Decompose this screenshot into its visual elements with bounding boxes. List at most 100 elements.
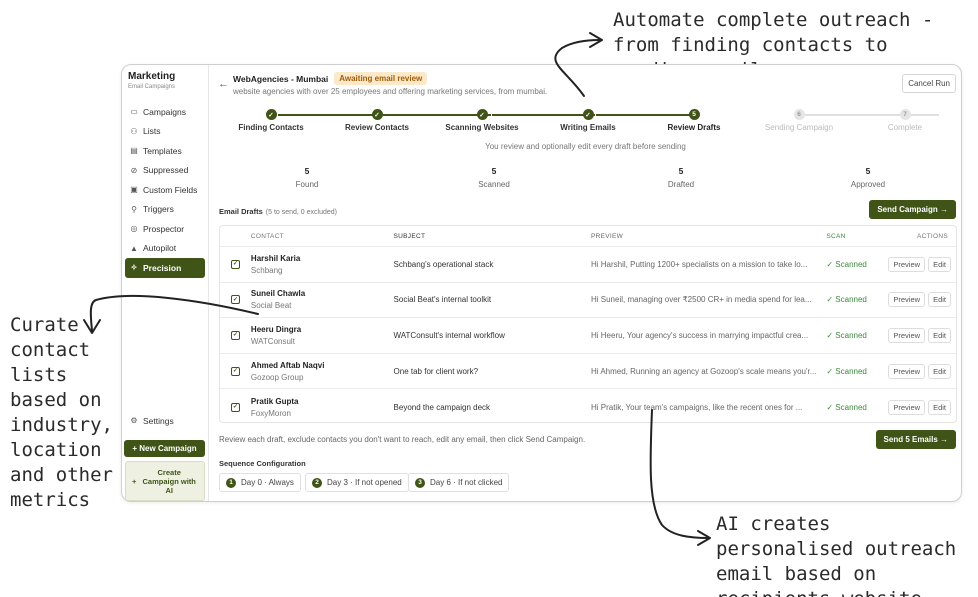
- preview-button[interactable]: Preview: [888, 399, 926, 415]
- template-icon: ▤: [130, 146, 138, 156]
- stat-label: Found: [295, 180, 319, 189]
- edit-button[interactable]: Edit: [928, 363, 952, 379]
- progress-stepper: ✓ Finding Contacts ✓ Review Contacts ✓ S…: [209, 109, 961, 139]
- app-window: Marketing Email Campaigns ▭ Campaigns ⚇Li…: [121, 64, 962, 502]
- sidebar-item-label: Prospector: [143, 223, 185, 234]
- sidebar-item-label: Settings: [143, 415, 174, 426]
- link-icon: ⚲: [131, 204, 137, 214]
- gear-icon: ⚙: [130, 416, 138, 426]
- sidebar-item-prospector[interactable]: ◎ Prospector: [125, 219, 205, 239]
- stat-value: 5: [678, 166, 684, 176]
- new-campaign-button[interactable]: + New Campaign: [124, 440, 205, 457]
- sidebar-item-campaigns[interactable]: ▭ Campaigns: [125, 102, 205, 122]
- step-scanning-websites: ✓ Scanning Websites: [427, 109, 537, 132]
- send-emails-button[interactable]: Send 5 Emails →: [875, 430, 956, 449]
- sidebar-item-precision[interactable]: ✧Precision: [125, 258, 205, 278]
- email-preview: Hi Pratik, Your team's campaigns, like t…: [590, 402, 803, 412]
- sidebar-item-triggers[interactable]: ⚲Triggers: [125, 200, 205, 220]
- preview-button[interactable]: Preview: [888, 256, 926, 272]
- row-checkbox[interactable]: ✓: [230, 295, 240, 305]
- preview-button[interactable]: Preview: [888, 292, 926, 308]
- edit-button[interactable]: Edit: [928, 292, 952, 308]
- step-label: Scanning Websites: [445, 123, 519, 132]
- stat-value: 5: [304, 166, 310, 176]
- check-icon: ✓: [265, 109, 277, 120]
- stat-label: Drafted: [667, 180, 695, 189]
- email-subject: Beyond the campaign deck: [393, 402, 491, 412]
- step-complete: 7 Complete: [850, 109, 960, 132]
- contact-name: Pratik Gupta: [250, 396, 299, 406]
- drafts-subtitle: (5 to send, 0 excluded): [265, 209, 337, 216]
- preview-button[interactable]: Preview: [888, 363, 926, 379]
- preview-button[interactable]: Preview: [888, 327, 926, 343]
- inbox-icon: ▭: [130, 107, 138, 117]
- stat-approved: 5 Approved: [808, 166, 928, 189]
- sidebar-item-autopilot[interactable]: ▲ Autopilot: [125, 239, 205, 259]
- sidebar-item-lists[interactable]: ⚇Lists: [125, 122, 205, 142]
- autopilot-icon: ▲: [130, 243, 138, 253]
- arrow-bottom-head: [697, 530, 711, 546]
- step-connector: [596, 114, 693, 116]
- step-label: Sending Campaign: [764, 123, 834, 132]
- stat-label: Approved: [850, 180, 886, 189]
- email-subject: WATConsult's internal workflow: [393, 330, 505, 340]
- column-actions: ACTIONS: [917, 232, 948, 240]
- sparkle-icon: ✧: [130, 263, 138, 273]
- brand-title: Marketing: [128, 71, 176, 82]
- email-subject: One tab for client work?: [393, 366, 479, 376]
- ban-icon: ⊘: [130, 165, 138, 175]
- contact-name: Ahmed Aftab Naqvi: [250, 360, 325, 370]
- step-review-contacts: ✓ Review Contacts: [322, 109, 432, 132]
- step-sending-campaign: 6 Sending Campaign: [744, 109, 854, 132]
- stat-label: Scanned: [478, 180, 510, 189]
- stat-drafted: 5 Drafted: [621, 166, 741, 189]
- contact-name: Heeru Dingra: [250, 324, 302, 334]
- main-panel: ← WebAgencies - Mumbai Awaiting email re…: [209, 65, 961, 501]
- table-header: CONTACT SUBJECT PREVIEW SCAN ACTIONS: [220, 226, 956, 247]
- sequence-label: Day 0 · Always: [241, 478, 294, 487]
- sidebar-item-settings[interactable]: ⚙ Settings: [125, 411, 205, 431]
- target-icon: ◎: [130, 224, 138, 234]
- back-arrow-icon[interactable]: ←: [218, 78, 229, 90]
- run-description: website agencies with over 25 employees …: [233, 87, 548, 96]
- row-checkbox[interactable]: ✓: [230, 366, 240, 376]
- send-campaign-button[interactable]: Send Campaign →: [869, 200, 956, 219]
- sidebar-item-label: Lists: [143, 126, 161, 137]
- sidebar-item-label: Suppressed: [143, 165, 189, 176]
- column-scan: SCAN: [826, 232, 846, 240]
- drafts-title-text: Email Drafts: [219, 207, 263, 216]
- check-icon: ✓: [582, 109, 594, 120]
- sidebar-item-label: Campaigns: [143, 106, 186, 117]
- sidebar-item-suppressed[interactable]: ⊘ Suppressed: [125, 161, 205, 181]
- row-checkbox[interactable]: ✓: [230, 402, 240, 412]
- ai-campaign-button[interactable]: +Create Campaign with AI: [125, 461, 205, 501]
- sidebar-item-label: Autopilot: [143, 243, 177, 254]
- step-note: You review and optionally edit every dra…: [485, 142, 686, 151]
- sidebar-item-templates[interactable]: ▤Templates: [125, 141, 205, 161]
- brand: Marketing Email Campaigns: [125, 71, 205, 90]
- stat-value: 5: [865, 166, 871, 176]
- annotation-bottom: AI creates personalised outreach email b…: [716, 513, 957, 597]
- annotation-left: Curate contact lists based on industry, …: [10, 314, 113, 511]
- row-checkbox[interactable]: ✓: [230, 330, 240, 340]
- row-checkbox[interactable]: ✓: [230, 259, 240, 269]
- edit-button[interactable]: Edit: [928, 399, 952, 415]
- edit-button[interactable]: Edit: [928, 327, 952, 343]
- edit-button[interactable]: Edit: [928, 256, 952, 272]
- step-connector: [492, 114, 595, 116]
- sidebar-item-custom-fields[interactable]: ▣Custom Fields: [125, 180, 205, 200]
- step-connector: [804, 114, 939, 116]
- stat-scanned: 5 Scanned: [434, 166, 554, 189]
- contact-name: Harshil Karia: [250, 253, 301, 263]
- cancel-run-button[interactable]: Cancel Run: [902, 74, 956, 93]
- sequence-number: 2: [312, 477, 322, 488]
- scan-status: ✓ Scanned: [826, 402, 867, 412]
- sequence-label: Day 6 · If not clicked: [430, 478, 503, 487]
